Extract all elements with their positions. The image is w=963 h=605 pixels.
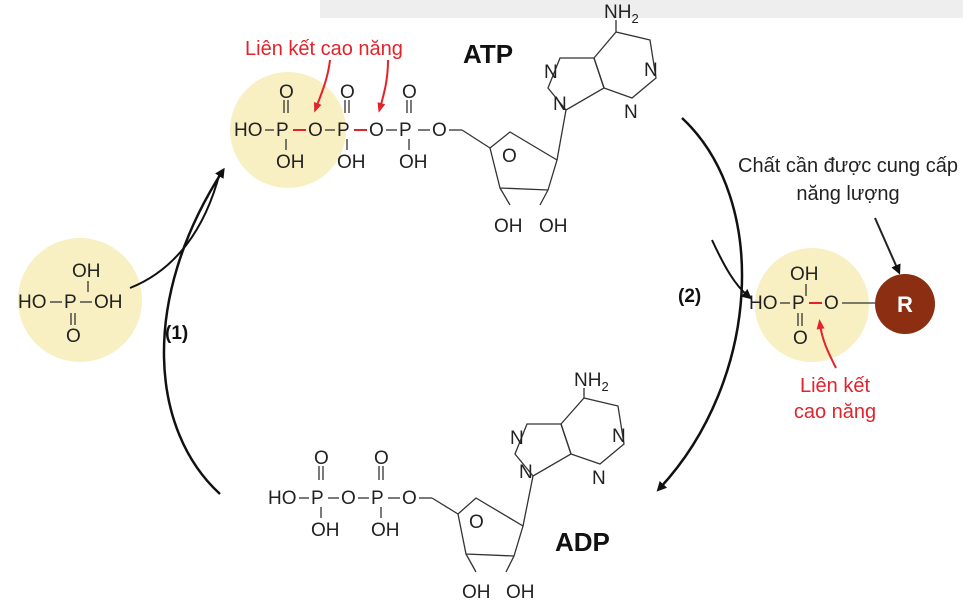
svg-text:P: P	[64, 292, 77, 313]
svg-text:OH: OH	[790, 264, 819, 285]
svg-text:NH2: NH2	[574, 370, 609, 394]
substance-label-line2: năng lượng	[796, 183, 899, 205]
adp-molecule: HO P O OH O P O OH O O OH OH N N N N NH2	[268, 370, 626, 603]
svg-text:OH: OH	[94, 292, 123, 313]
r-group-circle	[875, 274, 935, 334]
svg-text:O: O	[341, 488, 356, 509]
free-phosphate: OH HO P OH O	[18, 261, 123, 347]
svg-text:N: N	[612, 426, 626, 447]
step-1-label: (1)	[165, 323, 188, 344]
svg-text:N: N	[553, 94, 567, 115]
svg-text:NH2: NH2	[604, 2, 639, 26]
svg-text:O: O	[369, 120, 384, 141]
svg-text:N: N	[544, 62, 558, 83]
high-energy-bond-label: Liên kết cao năng	[245, 38, 403, 60]
product-phosphate-highlight	[755, 248, 869, 362]
svg-text:OH: OH	[539, 216, 568, 237]
svg-text:O: O	[793, 328, 808, 349]
svg-text:O: O	[314, 448, 329, 469]
svg-text:P: P	[399, 120, 412, 141]
svg-text:O: O	[824, 293, 839, 314]
svg-text:O: O	[279, 82, 294, 103]
svg-text:O: O	[469, 512, 484, 533]
svg-text:HO: HO	[234, 120, 263, 141]
svg-text:OH: OH	[494, 216, 523, 237]
bond-pointer-2	[377, 59, 389, 113]
svg-text:OH: OH	[72, 261, 101, 282]
svg-text:O: O	[432, 120, 447, 141]
svg-text:N: N	[624, 102, 638, 123]
bond-pointer-1	[314, 59, 331, 113]
substance-pointer-arrow	[874, 217, 901, 275]
top-bar	[320, 0, 963, 18]
svg-text:O: O	[402, 488, 417, 509]
svg-text:O: O	[402, 82, 417, 103]
svg-text:N: N	[519, 462, 533, 483]
svg-text:HO: HO	[749, 293, 778, 314]
phosphate-output-arrow	[711, 239, 752, 300]
svg-text:P: P	[276, 120, 289, 141]
r-group-label: R	[897, 292, 913, 317]
svg-text:OH: OH	[337, 152, 366, 173]
svg-text:OH: OH	[506, 582, 535, 603]
svg-text:O: O	[374, 448, 389, 469]
adp-label: ADP	[555, 527, 610, 557]
step-2-label: (2)	[678, 286, 701, 307]
svg-text:HO: HO	[18, 292, 47, 313]
svg-text:OH: OH	[311, 520, 340, 541]
svg-text:P: P	[311, 488, 324, 509]
svg-text:P: P	[337, 120, 350, 141]
svg-text:N: N	[644, 60, 658, 81]
svg-text:P: P	[792, 293, 805, 314]
product-bond-pointer	[816, 319, 837, 369]
svg-text:O: O	[66, 326, 81, 347]
atp-molecule: HO P O OH O P O OH O P O OH O O OH	[234, 2, 658, 237]
svg-text:HO: HO	[268, 488, 297, 509]
svg-text:N: N	[592, 468, 606, 489]
svg-text:OH: OH	[399, 152, 428, 173]
svg-text:P: P	[371, 488, 384, 509]
svg-text:O: O	[502, 146, 517, 167]
svg-text:OH: OH	[371, 520, 400, 541]
substance-label-line1: Chất cần được cung cấp	[738, 155, 958, 177]
svg-text:OH: OH	[276, 152, 305, 173]
product-bond-label-line2: cao năng	[794, 401, 876, 423]
phosphate-highlight	[18, 238, 142, 362]
atp-label: ATP	[463, 39, 513, 69]
cycle-arrow-1	[162, 167, 225, 495]
svg-text:N: N	[510, 428, 524, 449]
svg-text:O: O	[308, 120, 323, 141]
product-bond-label-line1: Liên kết	[800, 375, 870, 397]
phosphate-input-curve	[129, 171, 221, 289]
phosphorylated-substance: OH HO P O O R	[749, 264, 935, 349]
svg-text:O: O	[340, 82, 355, 103]
svg-text:OH: OH	[462, 582, 491, 603]
atp-phosphate-highlight	[230, 72, 346, 188]
